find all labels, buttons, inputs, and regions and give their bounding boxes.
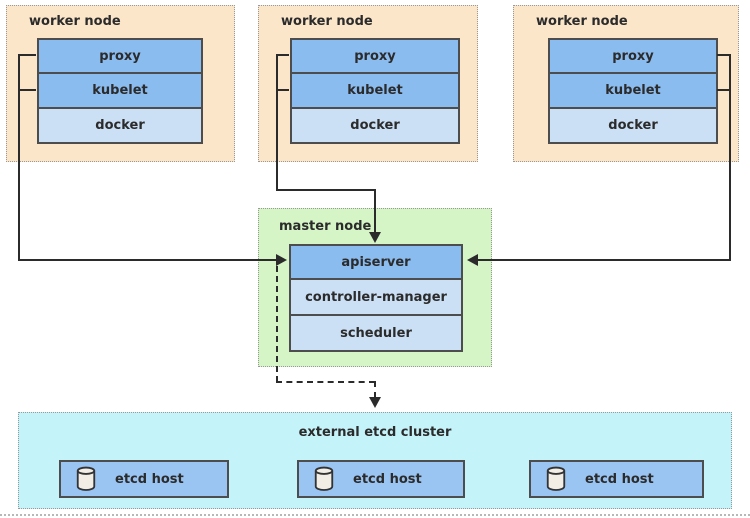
worker-node-1-title: worker node bbox=[29, 14, 121, 29]
worker-node-1: worker node proxy kubelet docker bbox=[6, 5, 235, 162]
database-icon bbox=[75, 466, 97, 492]
arrowhead-into-apiserver-top bbox=[369, 232, 381, 243]
etcd-host-2: etcd host bbox=[297, 460, 465, 498]
database-icon bbox=[545, 466, 567, 492]
worker-2-connector-horizontal bbox=[276, 189, 376, 191]
worker-3-component-kubelet: kubelet bbox=[548, 72, 718, 109]
worker-3-proxy-stub bbox=[717, 54, 731, 56]
page-bottom-border bbox=[0, 514, 750, 516]
master-component-apiserver: apiserver bbox=[289, 244, 463, 280]
worker-3-component-docker: docker bbox=[548, 107, 718, 144]
worker-3-kubelet-stub bbox=[717, 89, 731, 91]
worker-1-component-kubelet: kubelet bbox=[37, 72, 203, 109]
worker-1-connector-vertical bbox=[18, 54, 20, 261]
worker-node-3: worker node proxy kubelet docker bbox=[513, 5, 739, 162]
arrowhead-into-apiserver-right bbox=[467, 254, 478, 266]
worker-node-3-title: worker node bbox=[536, 14, 628, 29]
external-etcd-cluster: external etcd cluster etcd host etcd hos… bbox=[18, 412, 732, 509]
worker-2-component-proxy: proxy bbox=[290, 38, 460, 74]
etcd-dashed-horizontal bbox=[276, 381, 375, 383]
worker-3-connector-horizontal bbox=[478, 259, 731, 261]
etcd-dashed-vertical-2 bbox=[374, 381, 376, 398]
worker-1-connector-horizontal bbox=[18, 259, 276, 261]
etcd-host-label: etcd host bbox=[353, 471, 422, 487]
arrowhead-into-etcd-cluster bbox=[369, 397, 381, 408]
etcd-dashed-vertical-1 bbox=[276, 266, 278, 382]
worker-1-kubelet-stub bbox=[20, 89, 36, 91]
etcd-host-3: etcd host bbox=[529, 460, 704, 498]
worker-1-component-proxy: proxy bbox=[37, 38, 203, 74]
arrowhead-into-apiserver-left bbox=[276, 254, 287, 266]
master-component-controller-manager: controller-manager bbox=[289, 278, 463, 316]
worker-1-component-docker: docker bbox=[37, 107, 203, 144]
etcd-host-label: etcd host bbox=[585, 471, 654, 487]
worker-2-component-kubelet: kubelet bbox=[290, 72, 460, 109]
worker-3-component-proxy: proxy bbox=[548, 38, 718, 74]
worker-2-connector-vertical-1 bbox=[276, 54, 278, 191]
worker-2-connector-vertical-2 bbox=[374, 189, 376, 233]
worker-node-2: worker node proxy kubelet docker bbox=[258, 5, 478, 162]
etcd-host-label: etcd host bbox=[115, 471, 184, 487]
etcd-host-1: etcd host bbox=[59, 460, 229, 498]
worker-2-component-docker: docker bbox=[290, 107, 460, 144]
etcd-cluster-title: external etcd cluster bbox=[298, 425, 452, 440]
database-icon bbox=[313, 466, 335, 492]
master-node-title: master node bbox=[279, 219, 372, 234]
worker-2-kubelet-stub bbox=[277, 89, 289, 91]
worker-1-proxy-stub bbox=[20, 54, 36, 56]
worker-3-connector-vertical bbox=[729, 54, 731, 261]
master-component-scheduler: scheduler bbox=[289, 314, 463, 352]
worker-2-proxy-stub bbox=[277, 54, 289, 56]
worker-node-2-title: worker node bbox=[281, 14, 373, 29]
